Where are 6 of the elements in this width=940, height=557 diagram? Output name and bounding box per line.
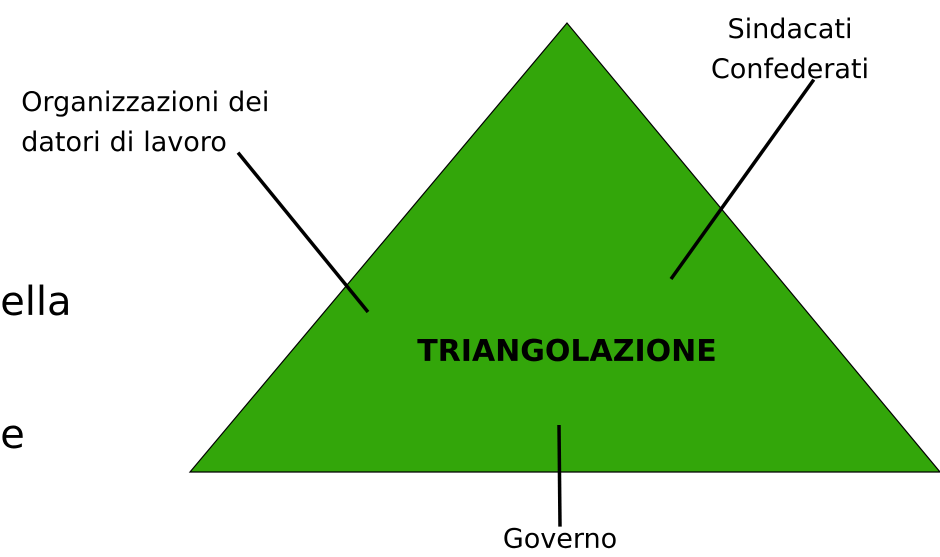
label-text: Governo: [504, 528, 616, 548]
label-text: ella: [2, 284, 68, 316]
leader-line: [236, 152, 370, 314]
leader-line: [557, 424, 562, 527]
label-text: e: [2, 426, 23, 448]
leader-line: [670, 78, 816, 280]
